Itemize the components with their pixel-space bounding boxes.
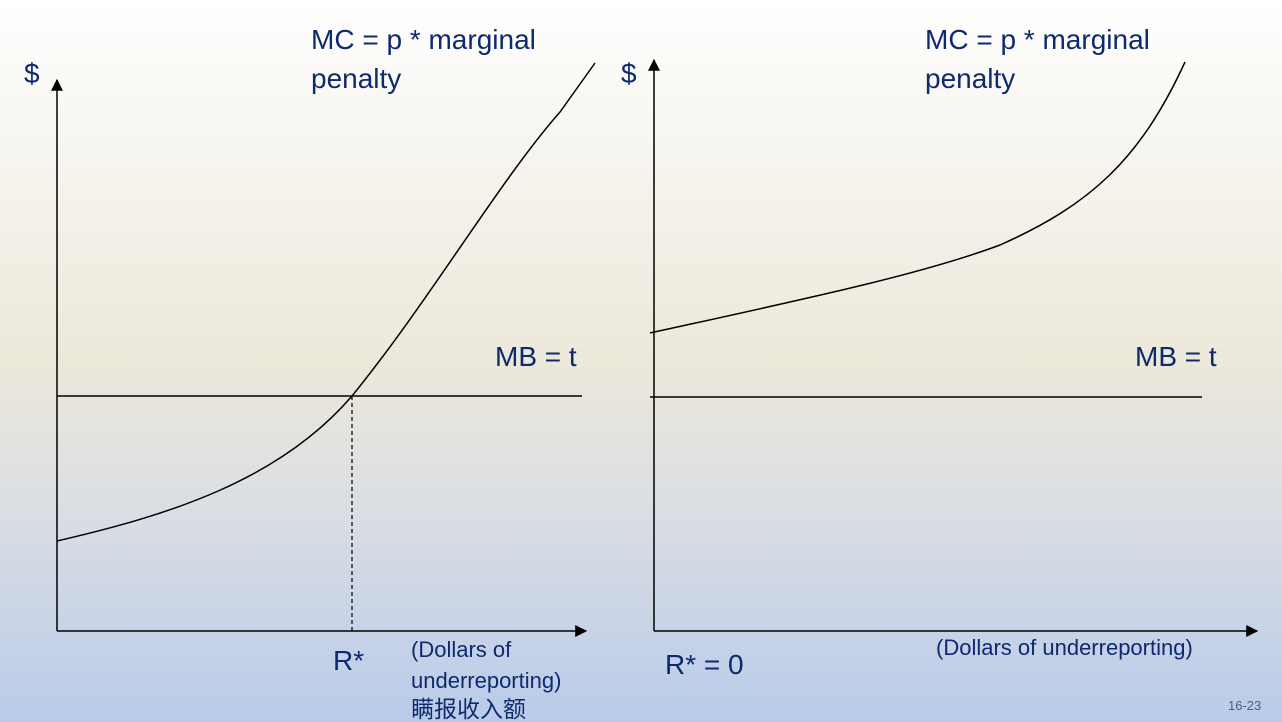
left-mc-label: MC = p * marginal penalty	[311, 20, 536, 98]
left-mb-label: MB = t	[495, 341, 577, 372]
left-mc-label-line2: penalty	[311, 63, 402, 94]
right-mc-label-line1: MC = p * marginal	[925, 24, 1150, 55]
right-mc-label: MC = p * marginal penalty	[925, 20, 1150, 98]
left-y-axis-label: $	[24, 58, 40, 89]
right-mc-curve	[649, 61, 1186, 334]
left-mc-curve	[56, 62, 596, 542]
right-y-axis-label: $	[621, 58, 637, 89]
right-mb-label: MB = t	[1135, 341, 1217, 372]
right-r-star-label: R* = 0	[665, 649, 744, 680]
right-mc-label-line2: penalty	[925, 63, 1016, 94]
left-x-axis-label-line1: (Dollars of	[411, 637, 512, 662]
left-x-axis-label: (Dollars of underreporting) 瞒报收入额	[411, 634, 561, 722]
left-mc-label-line1: MC = p * marginal	[311, 24, 536, 55]
left-x-axis-label-line2: underreporting)	[411, 668, 562, 693]
left-x-axis-label-line3: 瞒报收入额	[411, 696, 526, 722]
page-number: 16-23	[1228, 698, 1262, 713]
left-r-star-label: R*	[333, 645, 365, 676]
right-x-axis-label: (Dollars of underreporting)	[936, 635, 1193, 660]
